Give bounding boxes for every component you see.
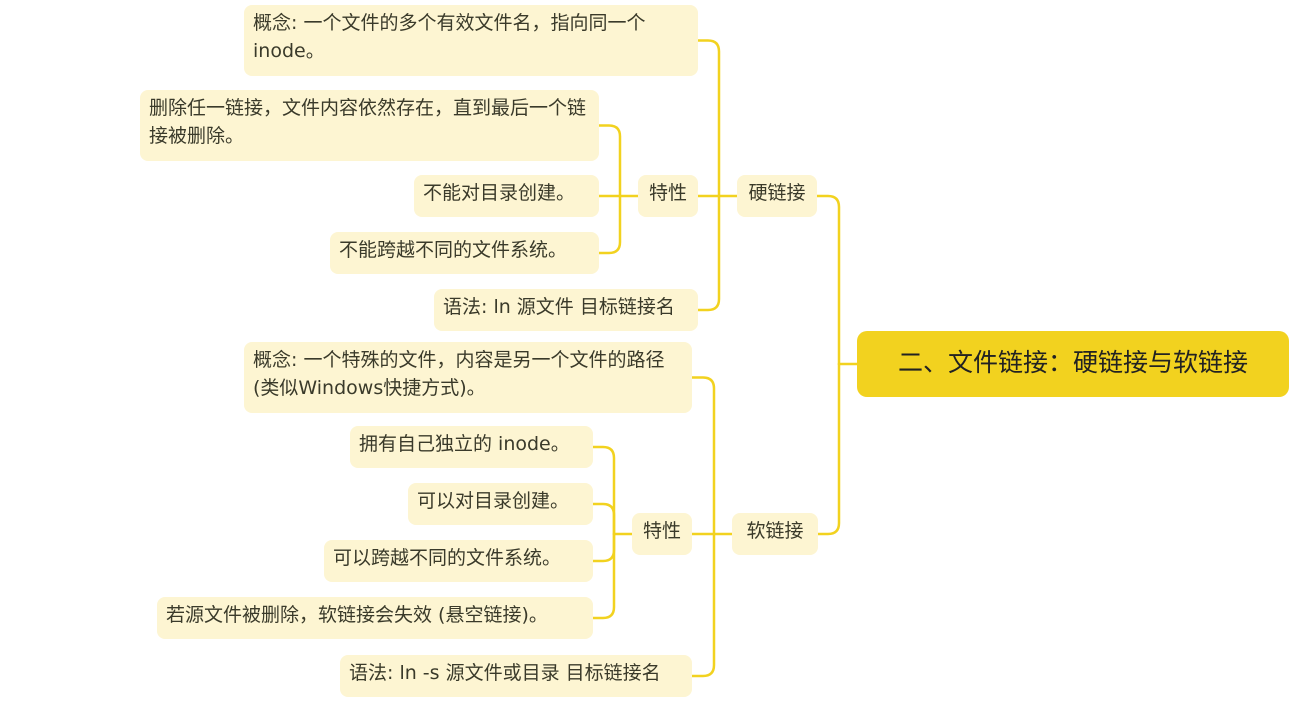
connector-line (816, 362, 841, 536)
connector-line (815, 194, 841, 366)
soft-link-feature-4-node[interactable]: 若源文件被删除，软链接会失效 (悬空链接)。 (157, 597, 593, 639)
connector-line (591, 532, 616, 620)
connector-line (591, 502, 616, 536)
soft-link-feature-1-node[interactable]: 拥有自己独立的 inode。 (350, 426, 593, 468)
soft-link-features-node[interactable]: 特性 (632, 513, 692, 555)
connector-line (690, 376, 716, 536)
connector-line (690, 532, 716, 678)
connector-line (591, 532, 616, 563)
connector-line (696, 39, 721, 198)
connector-line (597, 194, 622, 255)
hard-link-features-node[interactable]: 特性 (638, 175, 698, 217)
hard-link-node[interactable]: 硬链接 (737, 175, 817, 217)
soft-link-node[interactable]: 软链接 (732, 513, 818, 555)
hard-link-feature-3-node[interactable]: 不能跨越不同的文件系统。 (330, 232, 599, 274)
soft-link-feature-2-node[interactable]: 可以对目录创建。 (408, 483, 593, 525)
hard-link-syntax-node[interactable]: 语法: ln 源文件 目标链接名 (434, 289, 698, 331)
hard-link-feature-2-node[interactable]: 不能对目录创建。 (414, 175, 599, 217)
root-node[interactable]: 二、文件链接：硬链接与软链接 (857, 331, 1289, 397)
soft-link-concept-node[interactable]: 概念: 一个特殊的文件，内容是另一个文件的路径 (类似Windows快捷方式)。 (244, 342, 692, 413)
hard-link-feature-1-node[interactable]: 删除任一链接，文件内容依然存在，直到最后一个链接被删除。 (140, 90, 599, 161)
soft-link-feature-3-node[interactable]: 可以跨越不同的文件系统。 (324, 540, 593, 582)
connector-line (597, 124, 622, 198)
connector-line (696, 194, 721, 312)
connector-line (591, 445, 616, 536)
soft-link-syntax-node[interactable]: 语法: ln -s 源文件或目录 目标链接名 (340, 655, 692, 697)
hard-link-concept-node[interactable]: 概念: 一个文件的多个有效文件名，指向同一个 inode。 (244, 5, 698, 76)
